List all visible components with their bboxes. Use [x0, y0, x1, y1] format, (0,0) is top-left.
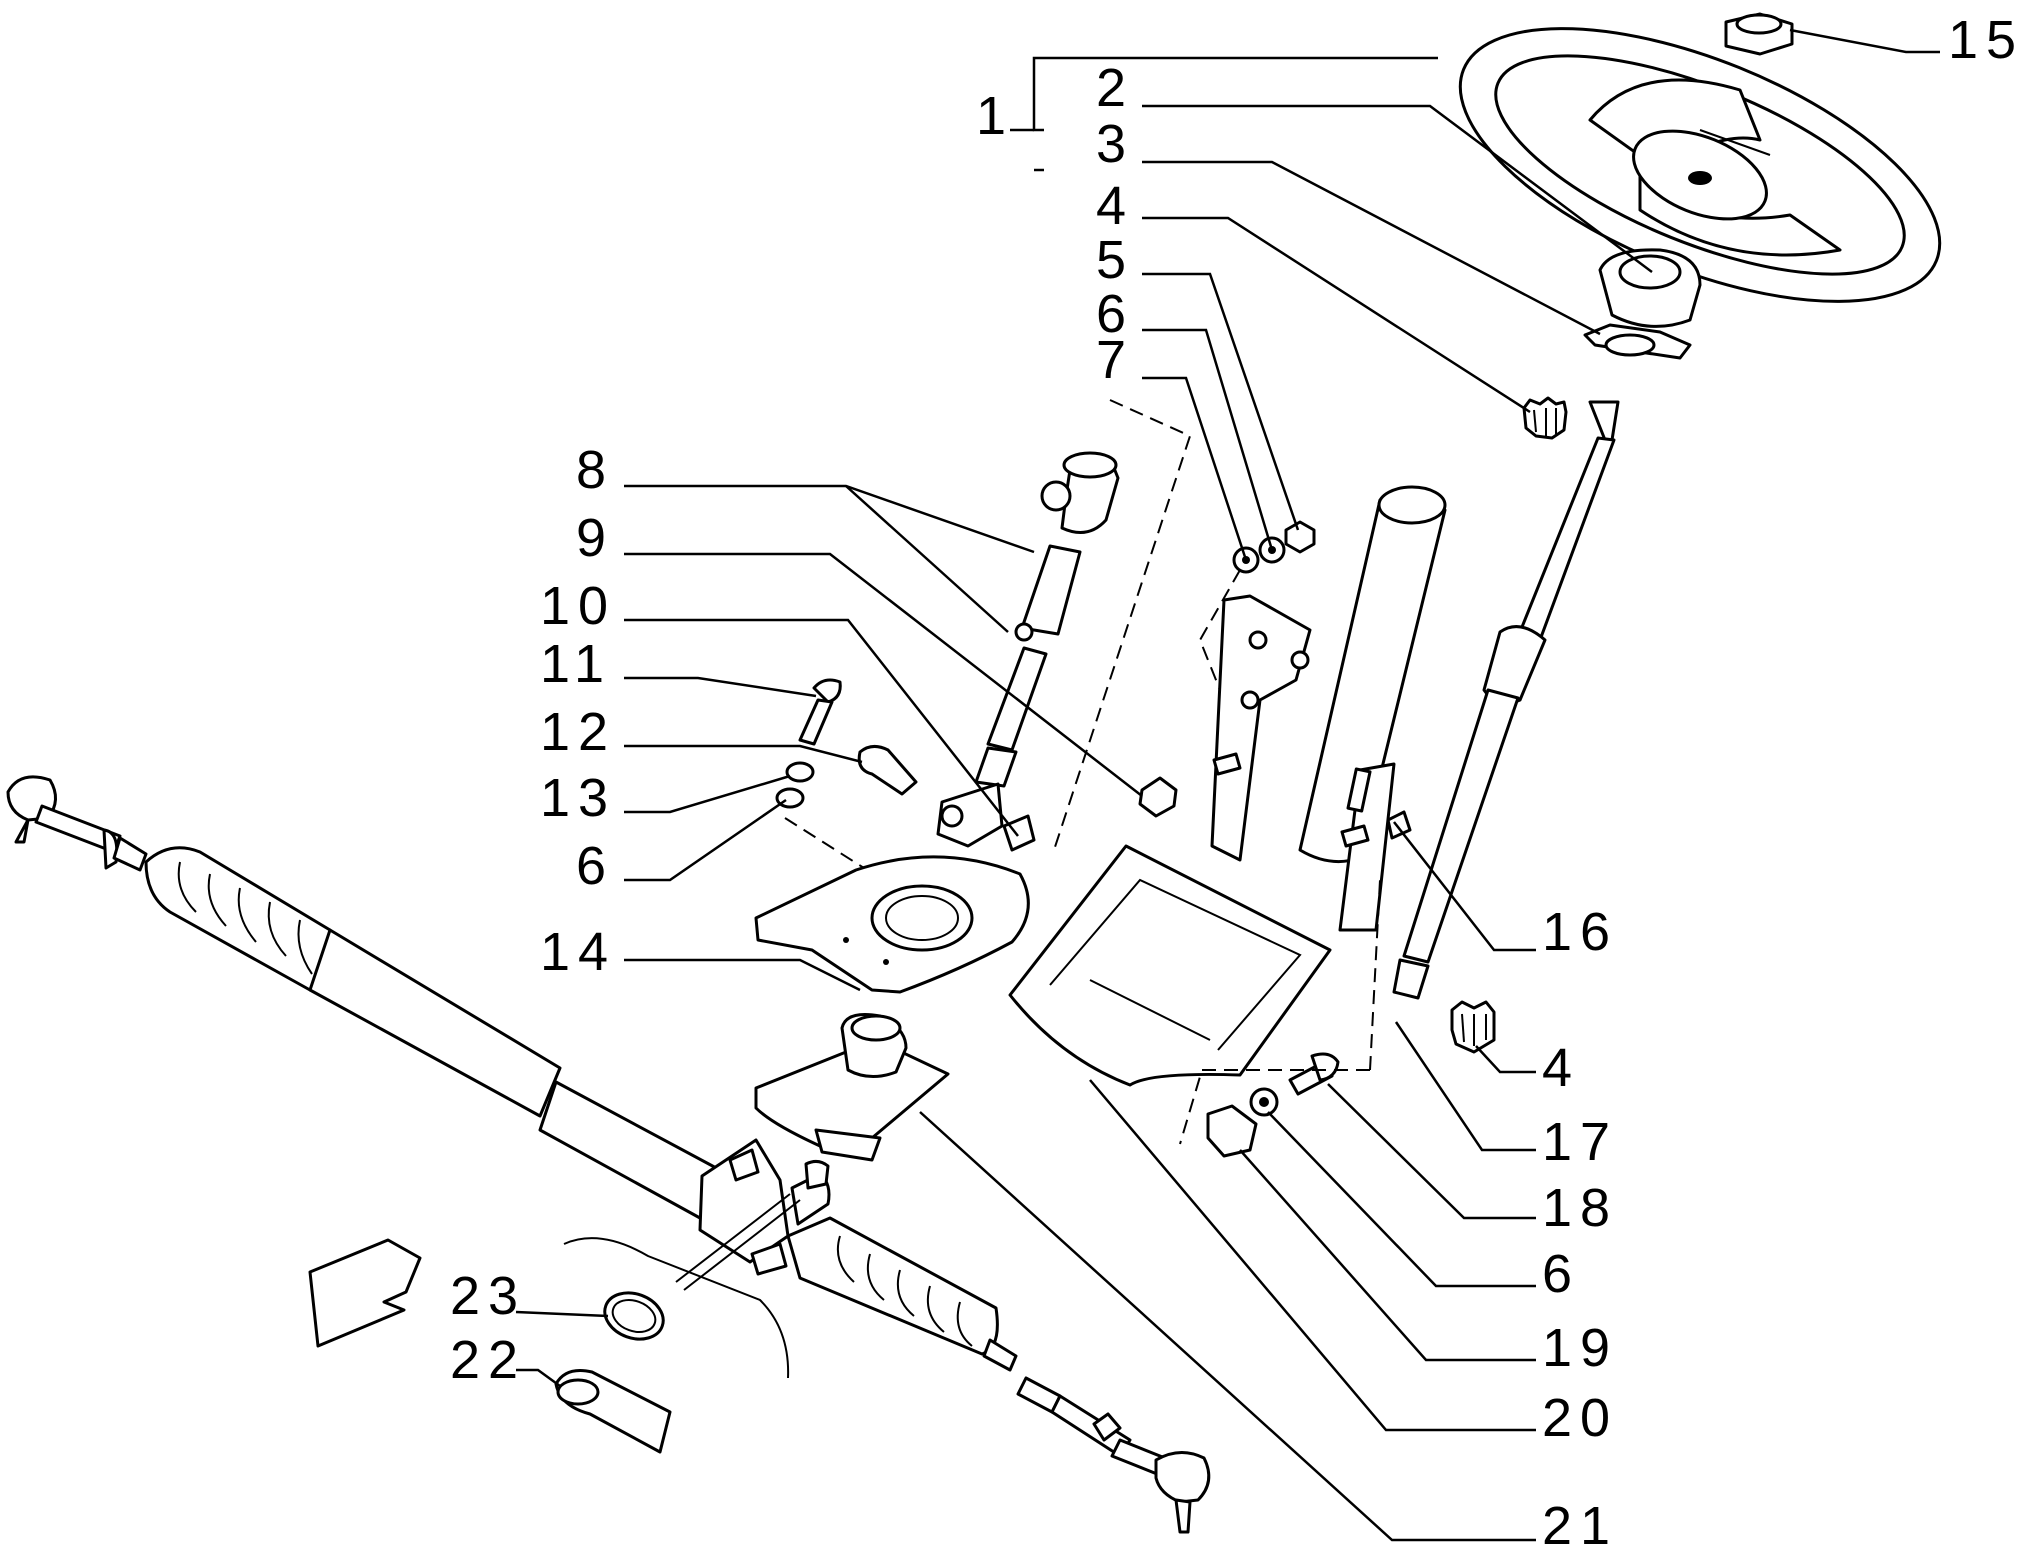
steering-wheel [1458, 27, 1942, 303]
seal-plate-14 [754, 855, 1030, 994]
part-label-17: 17 [1542, 1112, 1618, 1172]
part-label-12: 12 [540, 702, 616, 762]
part-label-16: 16 [1542, 902, 1618, 962]
part-label-10: 10 [540, 576, 616, 636]
detail-outline [563, 1237, 790, 1379]
assembly-line-bracket [1198, 569, 1241, 691]
detail-link [675, 1193, 801, 1291]
part-label-4: 4 [1096, 176, 1134, 236]
part-labels: 1 2 3 4 5 6 7 8 9 10 11 12 13 6 14 15 16… [450, 10, 2022, 1550]
part-label-11: 11 [540, 634, 612, 694]
nut-15 [1724, 12, 1794, 56]
part-label-4b: 4 [1542, 1038, 1580, 1098]
fastener-group-left [775, 678, 1178, 818]
part-label-9: 9 [576, 508, 614, 568]
part-label-1: 1 [976, 86, 1014, 146]
part-label-22: 22 [450, 1330, 526, 1390]
hub-2 [1598, 248, 1702, 328]
boot-21 [754, 1013, 950, 1162]
cover-22 [554, 1369, 672, 1454]
part-label-18: 18 [1542, 1178, 1618, 1238]
part-label-2: 2 [1096, 58, 1134, 118]
assembly-line-lower [1179, 879, 1381, 1145]
bracket-bolts [1212, 752, 1412, 848]
part-label-20: 20 [1542, 1388, 1618, 1448]
assembly-line-upper [1053, 399, 1192, 851]
part-label-13: 13 [540, 768, 616, 828]
boot-20 [1008, 844, 1332, 1087]
leader-lines [515, 28, 1940, 1542]
part-label-23: 23 [450, 1266, 526, 1326]
intermediate-shaft [936, 451, 1120, 852]
nut-washer-group [1232, 520, 1316, 574]
steering-column-shaft [1392, 400, 1620, 1000]
steering-rack [6, 775, 1211, 1534]
part-label-21: 21 [1542, 1496, 1618, 1550]
part-label-6b: 6 [576, 836, 614, 896]
gear-4-lower [1450, 1000, 1496, 1054]
part-label-5: 5 [1096, 230, 1134, 290]
part-label-6: 6 [1096, 284, 1134, 344]
column-tube-bracket [1210, 485, 1447, 932]
fastener-group-lower [1206, 1052, 1340, 1158]
gear-4-upper [1522, 396, 1568, 440]
part-label-19: 19 [1542, 1318, 1618, 1378]
part-label-7: 7 [1096, 330, 1134, 390]
part-label-15: 15 [1948, 10, 2022, 70]
bracket-3 [1583, 323, 1692, 360]
part-label-3: 3 [1096, 114, 1134, 174]
part-label-8: 8 [576, 440, 614, 500]
assembly-line-plate [784, 817, 865, 869]
part-label-14: 14 [540, 922, 616, 982]
snap-ring-23 [603, 1291, 665, 1341]
direction-arrow [308, 1238, 422, 1348]
part-label-6c: 6 [1542, 1244, 1580, 1304]
